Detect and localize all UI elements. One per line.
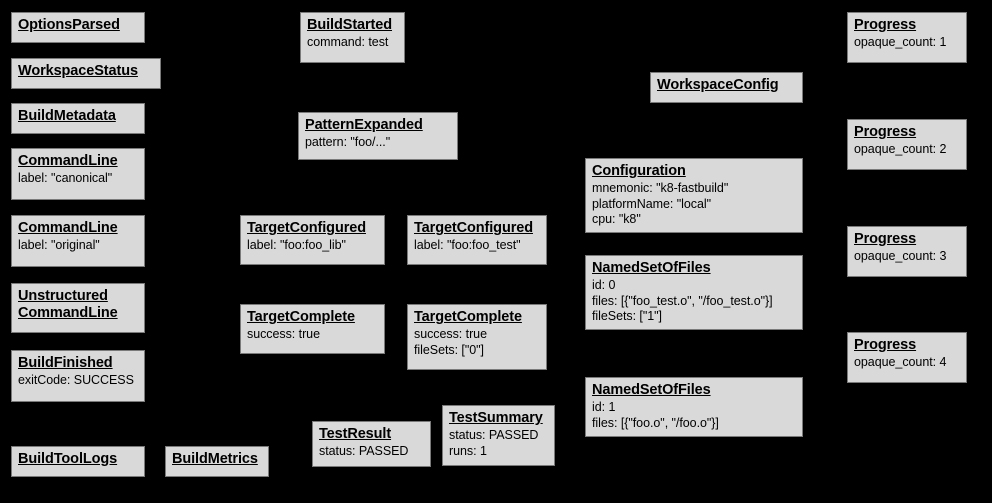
node-title: TargetConfigured [414, 220, 533, 236]
node-properties: label: "canonical" [18, 171, 113, 185]
node-workspace-status[interactable]: WorkspaceStatus [11, 58, 161, 89]
node-title: OptionsParsed [18, 17, 120, 33]
node-progress-3[interactable]: Progress opaque_count: 3 [847, 226, 967, 277]
node-properties: pattern: "foo/..." [305, 135, 391, 149]
node-properties: opaque_count: 4 [854, 355, 947, 369]
node-options-parsed[interactable]: OptionsParsed [11, 12, 145, 43]
node-title: WorkspaceStatus [18, 63, 138, 79]
node-workspace-config[interactable]: WorkspaceConfig [650, 72, 803, 103]
node-title: Unstructured CommandLine [18, 288, 118, 321]
node-title: NamedSetOfFiles [592, 382, 711, 398]
node-title: TargetConfigured [247, 220, 366, 236]
node-title: WorkspaceConfig [657, 77, 779, 93]
node-command-line-canonical[interactable]: CommandLine label: "canonical" [11, 148, 145, 200]
node-title: TargetComplete [414, 309, 522, 325]
node-properties: label: "foo:foo_test" [414, 238, 521, 252]
node-title: BuildMetrics [172, 451, 258, 467]
node-progress-2[interactable]: Progress opaque_count: 2 [847, 119, 967, 170]
node-properties: success: true [247, 327, 320, 341]
node-title: CommandLine [18, 153, 118, 169]
node-title: BuildToolLogs [18, 451, 118, 467]
node-title: BuildMetadata [18, 108, 116, 124]
node-properties: opaque_count: 3 [854, 249, 947, 263]
node-title: BuildFinished [18, 355, 113, 371]
node-title: TestResult [319, 426, 392, 442]
node-properties: success: true fileSets: ["0"] [414, 327, 487, 357]
node-properties: opaque_count: 1 [854, 35, 947, 49]
node-properties: status: PASSED [319, 444, 409, 458]
node-target-complete-foo-test[interactable]: TargetComplete success: true fileSets: ["… [407, 304, 547, 370]
node-title: TestSummary [449, 410, 543, 426]
node-properties: mnemonic: "k8-fastbuild" platformName: "… [592, 181, 729, 226]
node-build-started[interactable]: BuildStarted command: test [300, 12, 405, 63]
node-title: Progress [854, 17, 917, 33]
node-properties: id: 0 files: [{"foo_test.o", "/foo_test.… [592, 278, 773, 323]
node-configuration[interactable]: Configuration mnemonic: "k8-fastbuild" pl… [585, 158, 803, 233]
node-build-finished[interactable]: BuildFinished exitCode: SUCCESS [11, 350, 145, 402]
node-title: NamedSetOfFiles [592, 260, 711, 276]
node-title: CommandLine [18, 220, 118, 236]
node-properties: status: PASSED runs: 1 [449, 428, 539, 458]
node-command-line-original[interactable]: CommandLine label: "original" [11, 215, 145, 267]
node-unstructured-command-line[interactable]: Unstructured CommandLine [11, 283, 145, 333]
node-target-complete-foo-lib[interactable]: TargetComplete success: true [240, 304, 385, 354]
node-build-metrics[interactable]: BuildMetrics [165, 446, 269, 477]
node-target-configured-foo-test[interactable]: TargetConfigured label: "foo:foo_test" [407, 215, 547, 265]
node-title: TargetComplete [247, 309, 355, 325]
node-pattern-expanded[interactable]: PatternExpanded pattern: "foo/..." [298, 112, 458, 160]
node-named-set-of-files-0[interactable]: NamedSetOfFiles id: 0 files: [{"foo_test.… [585, 255, 803, 330]
node-title: Progress [854, 124, 917, 140]
node-progress-4[interactable]: Progress opaque_count: 4 [847, 332, 967, 383]
node-properties: id: 1 files: [{"foo.o", "/foo.o"}] [592, 400, 719, 430]
node-properties: exitCode: SUCCESS [18, 373, 134, 387]
node-properties: command: test [307, 35, 389, 49]
node-named-set-of-files-1[interactable]: NamedSetOfFiles id: 1 files: [{"foo.o", "… [585, 377, 803, 437]
node-properties: label: "original" [18, 238, 100, 252]
node-test-summary[interactable]: TestSummary status: PASSED runs: 1 [442, 405, 555, 466]
node-build-metadata[interactable]: BuildMetadata [11, 103, 145, 134]
node-target-configured-foo-lib[interactable]: TargetConfigured label: "foo:foo_lib" [240, 215, 385, 265]
node-properties: label: "foo:foo_lib" [247, 238, 346, 252]
node-test-result[interactable]: TestResult status: PASSED [312, 421, 431, 467]
node-title: Progress [854, 337, 917, 353]
node-progress-1[interactable]: Progress opaque_count: 1 [847, 12, 967, 63]
node-title: BuildStarted [307, 17, 393, 33]
node-properties: opaque_count: 2 [854, 142, 947, 156]
node-title: Configuration [592, 163, 686, 179]
node-build-tool-logs[interactable]: BuildToolLogs [11, 446, 145, 477]
node-title: Progress [854, 231, 917, 247]
node-title: PatternExpanded [305, 117, 423, 133]
